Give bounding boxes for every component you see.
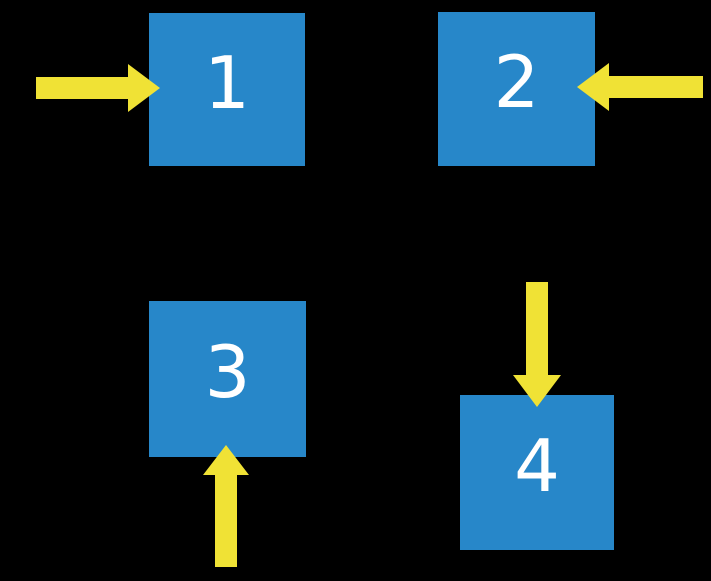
box-4-label: 4 <box>514 423 560 508</box>
box-2-label: 2 <box>493 40 540 124</box>
arrow-down-icon <box>513 282 561 407</box>
arrow-left-icon <box>577 63 703 111</box>
numbered-box-4: 4 <box>460 395 614 550</box>
box-1-label: 1 <box>204 40 250 125</box>
numbered-box-3: 3 <box>149 301 306 457</box>
numbered-box-2: 2 <box>438 12 595 166</box>
arrow-right-icon <box>36 64 160 112</box>
numbered-box-1: 1 <box>149 13 305 166</box>
box-3-label: 3 <box>204 330 251 414</box>
arrow-up-icon <box>203 445 249 567</box>
